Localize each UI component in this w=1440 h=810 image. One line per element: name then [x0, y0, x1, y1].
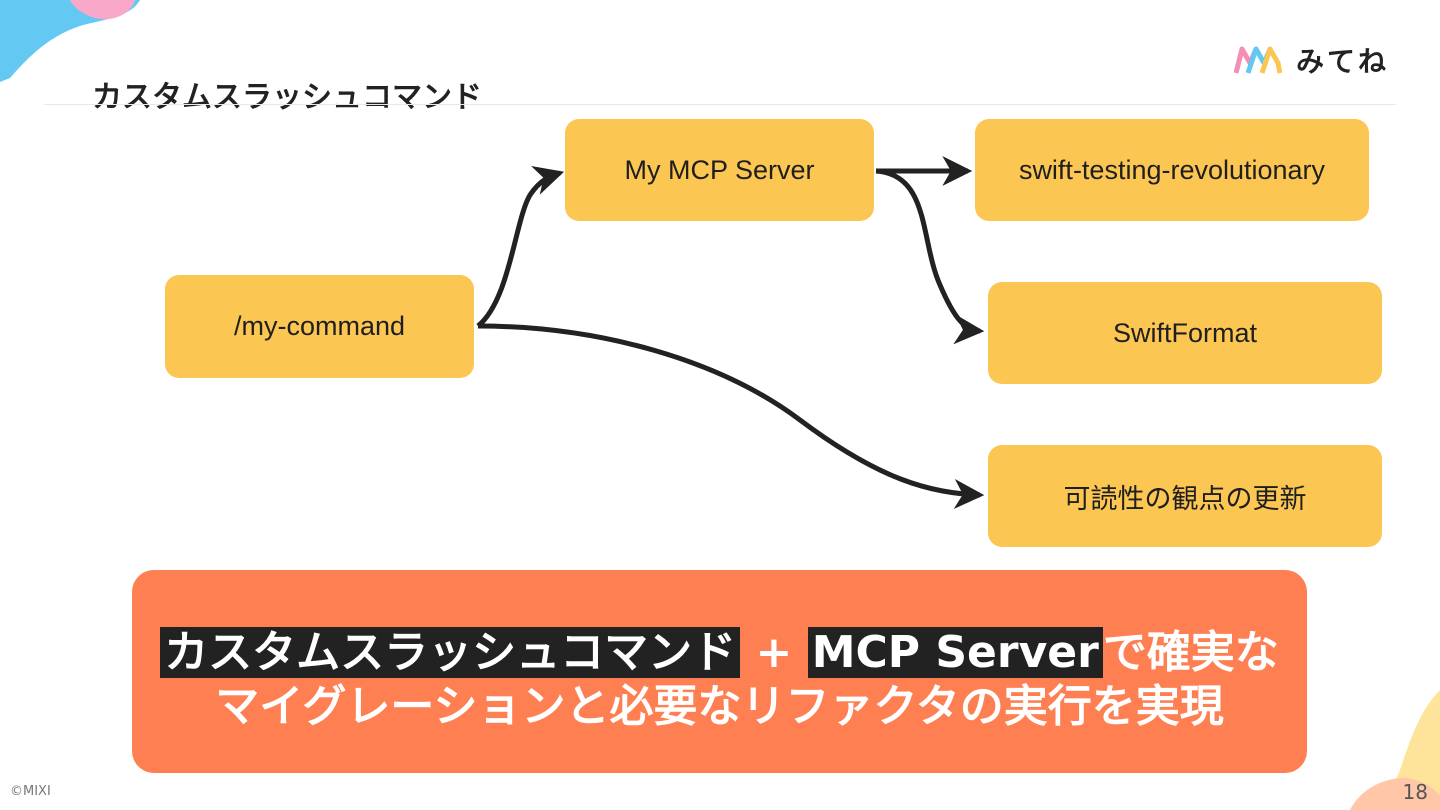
corner-blob-top-left	[0, 0, 140, 82]
node-swift-testing-revolutionary: swift-testing-revolutionary	[975, 119, 1369, 221]
node-my-mcp-server: My MCP Server	[565, 119, 874, 221]
callout-highlight-command: カスタムスラッシュコマンド	[160, 627, 741, 678]
node-my-mcp-server-label: My MCP Server	[624, 154, 815, 185]
title-divider	[44, 104, 1396, 105]
edge-command-to-mcp	[476, 166, 565, 328]
callout-line-1-rest: で確実な	[1102, 627, 1279, 678]
mitene-logo-icon	[1234, 46, 1282, 74]
callout-highlight-mcp: MCP Server	[807, 627, 1103, 678]
callout-plus: +	[740, 627, 808, 678]
node-readability-label: 可読性の観点の更新	[1063, 483, 1307, 514]
corner-blob-bottom-right	[1350, 690, 1440, 810]
logo-text: みてね	[1296, 45, 1390, 78]
node-swift-testing-label: swift-testing-revolutionary	[1018, 154, 1326, 185]
node-readability-update: 可読性の観点の更新	[988, 445, 1382, 547]
edge-command-to-readability	[477, 323, 985, 509]
page-number: 18	[1402, 780, 1428, 804]
callout-line-2: マイグレーションと必要なリファクタの実行を実現	[215, 681, 1224, 732]
summary-callout: カスタムスラッシュコマンド + MCP Serverで確実な マイグレーションと…	[132, 570, 1307, 773]
node-my-command: /my-command	[165, 275, 474, 378]
node-swiftformat-label: SwiftFormat	[1112, 317, 1258, 348]
slide-title: カスタムスラッシュコマンド	[92, 80, 482, 115]
mitene-logo: みてね	[1234, 40, 1389, 80]
edge-mcp-to-swift-format	[875, 168, 985, 345]
node-swiftformat: SwiftFormat	[988, 282, 1382, 384]
node-my-command-label: /my-command	[233, 311, 406, 341]
copyright: ©MIXI	[10, 784, 51, 799]
callout-line-1: カスタムスラッシュコマンド + MCP Serverで確実な	[132, 616, 1307, 680]
